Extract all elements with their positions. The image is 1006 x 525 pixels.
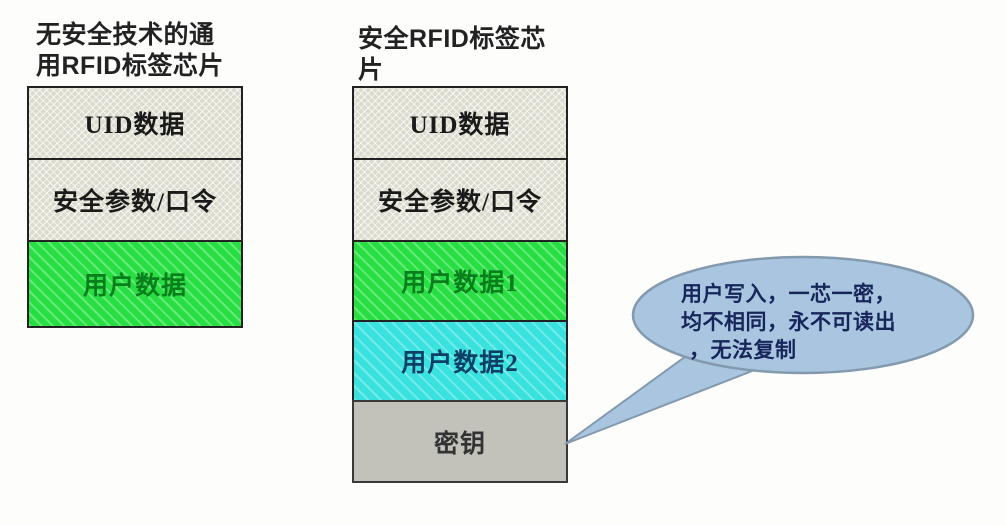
generic-chip-title-line2: 用RFID标签芯片 [36, 52, 224, 80]
secure-chip-title-line1: 安全RFID标签芯 [358, 25, 546, 53]
block-security-params: 安全参数/口令 [27, 158, 243, 242]
block-uid-data-secure: UID数据 [352, 86, 568, 160]
generic-chip-stack: UID数据 安全参数/口令 用户数据 [27, 86, 243, 328]
callout-line-1: 用户写入，一芯一密， [681, 283, 896, 306]
callout-text: 用户写入，一芯一密， 均不相同，永不可读出 ，无法复制 [681, 281, 941, 365]
block-user-data: 用户数据 [27, 240, 243, 328]
speech-bubble-body [631, 255, 975, 375]
block-user-data-2: 用户数据2 [352, 320, 568, 402]
callout-line-3: ，无法复制 [689, 339, 797, 362]
block-uid-data-label: UID数据 [84, 112, 186, 139]
generic-chip-title: 无安全技术的通 用RFID标签芯片 [36, 20, 224, 82]
callout-line-2: 均不相同，永不可读出 [681, 311, 896, 334]
block-user-data-2-label: 用户数据2 [401, 350, 519, 377]
block-security-params-label: 安全参数/口令 [53, 189, 217, 216]
block-secret-key: 密钥 [352, 400, 568, 483]
block-uid-data: UID数据 [27, 86, 243, 160]
block-secret-key-label: 密钥 [433, 430, 486, 458]
secure-chip-title-line2: 片 [358, 56, 384, 84]
block-security-params-secure-label: 安全参数/口令 [378, 189, 542, 216]
block-user-data-1-label: 用户数据1 [401, 270, 519, 297]
secure-chip-stack: UID数据 安全参数/口令 用户数据1 用户数据2 密钥 [352, 86, 568, 483]
block-uid-data-secure-label: UID数据 [409, 112, 511, 139]
generic-chip-title-line1: 无安全技术的通 [36, 21, 215, 49]
block-user-data-label: 用户数据 [82, 273, 187, 300]
secure-chip-title: 安全RFID标签芯 片 [358, 24, 546, 86]
block-user-data-1: 用户数据1 [352, 240, 568, 322]
